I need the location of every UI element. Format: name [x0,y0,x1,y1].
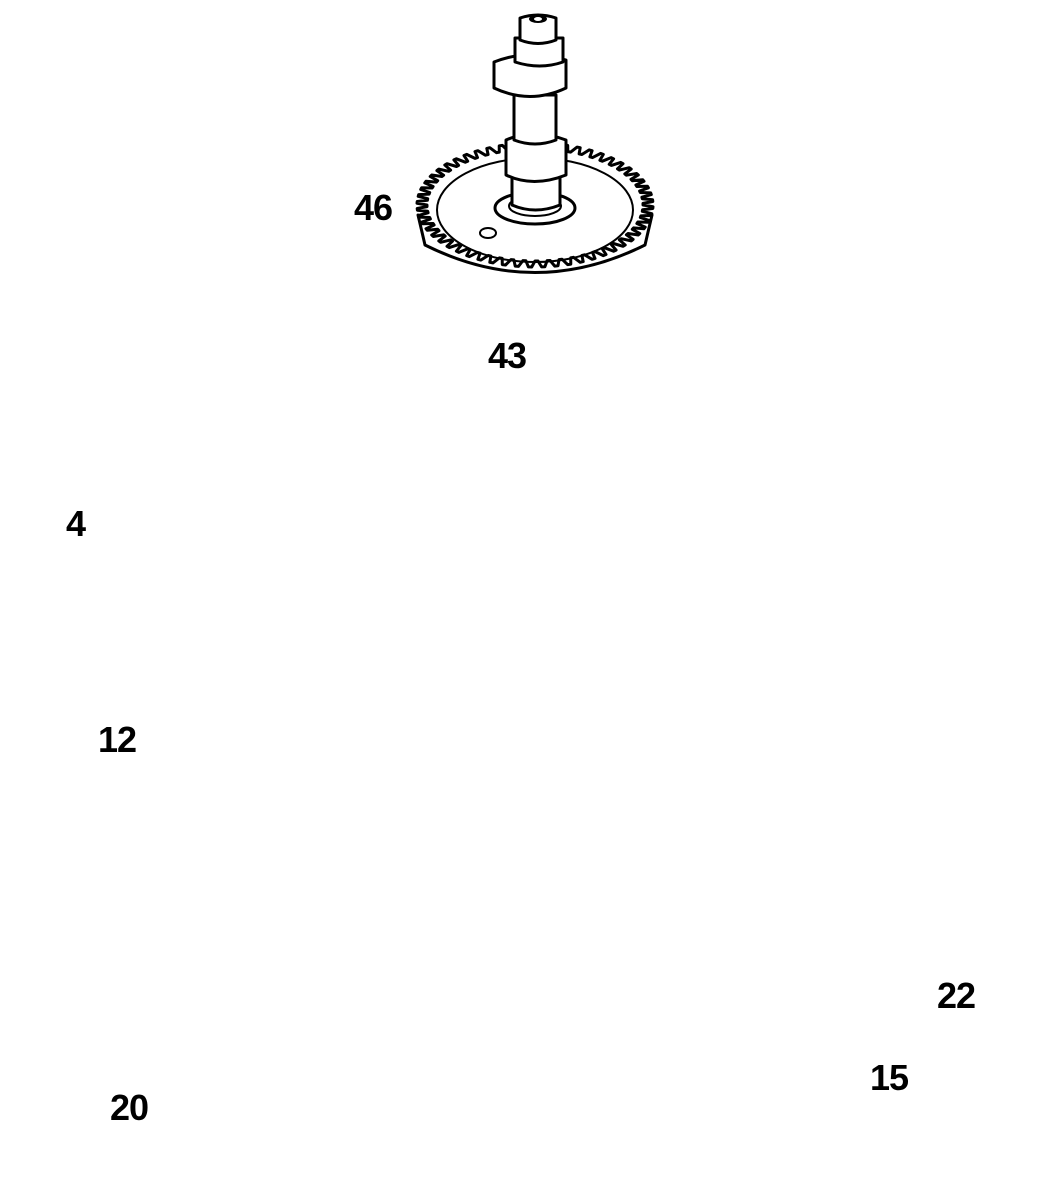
camshaft-gear-part [415,13,655,274]
callout-4: 4 [66,503,86,544]
callout-12: 12 [98,719,137,760]
callout-22: 22 [937,975,976,1016]
callout-15: 15 [870,1057,909,1098]
callout-20: 20 [110,1087,149,1128]
callout-43: 43 [488,335,527,376]
callout-46: 46 [354,187,393,228]
